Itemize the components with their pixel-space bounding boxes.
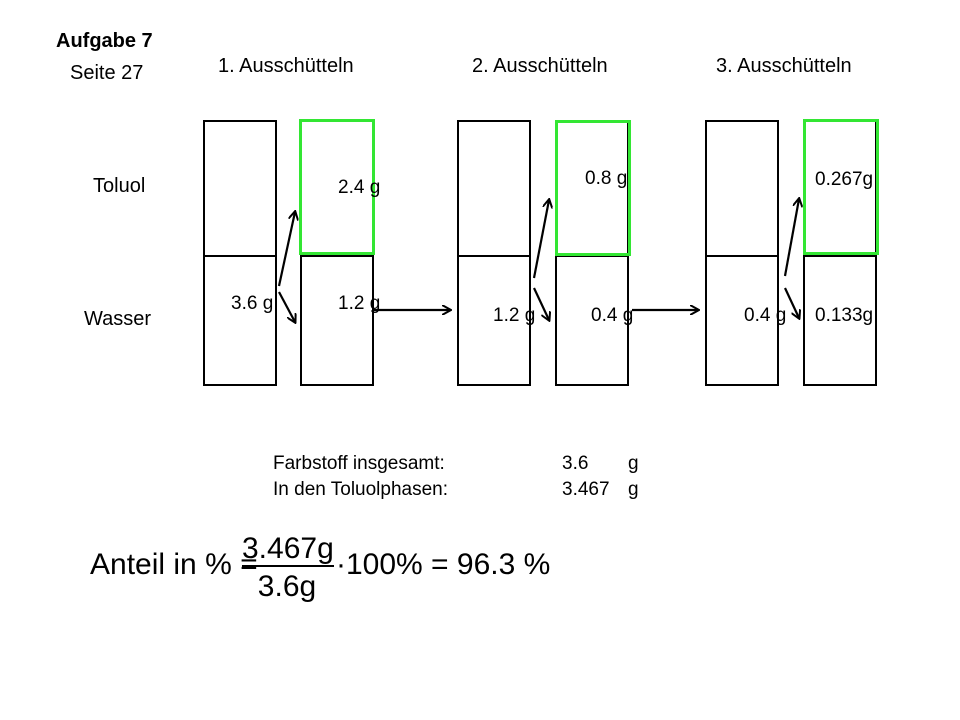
step-2-down-arrow — [533, 287, 549, 320]
toluol-phases-value: 3.467 — [562, 479, 610, 500]
step-3-toluol-highlight — [803, 119, 879, 255]
step-3-water-value: 0.133g — [815, 305, 874, 326]
step-1-water-value: 1.2 g — [338, 293, 381, 314]
formula-rhs: ·100% = 96.3 % — [336, 548, 551, 581]
step-2-water-value: 0.4 g — [591, 305, 634, 326]
step-2-water-start-value: 1.2 g — [493, 305, 536, 326]
step-3-up-arrow — [783, 199, 799, 277]
formula-numerator: 3.467g — [242, 532, 334, 565]
phase-boundary — [805, 255, 875, 257]
step-3-water-start-value: 0.4 g — [744, 305, 787, 326]
step-1-up-arrow — [277, 212, 295, 287]
step-1-toluol-highlight — [299, 119, 375, 255]
step-2-up-arrow — [532, 200, 549, 279]
phase-label-toluol: Toluol — [93, 175, 146, 197]
phase-boundary — [557, 255, 627, 257]
step-1-down-arrow — [278, 291, 295, 322]
total-dye-label: Farbstoff insgesamt: — [273, 453, 445, 474]
formula-denominator: 3.6g — [257, 570, 317, 603]
step-2-water-vessel — [457, 120, 531, 386]
step-2-toluol-highlight — [555, 120, 631, 256]
phase-boundary — [205, 255, 275, 257]
formula-fraction-bar — [242, 565, 334, 567]
step-3-heading: 3. Ausschütteln — [716, 55, 852, 77]
phase-boundary — [707, 255, 777, 257]
phase-label-wasser: Wasser — [84, 308, 152, 330]
phase-boundary — [459, 255, 529, 257]
step-1-heading: 1. Ausschütteln — [218, 55, 354, 77]
phase-boundary — [302, 255, 372, 257]
total-dye-value: 3.6 — [562, 453, 589, 474]
page-reference: Seite 27 — [70, 62, 144, 84]
total-dye-unit: g — [628, 453, 639, 474]
step-3-water-vessel — [705, 120, 779, 386]
toluol-phases-unit: g — [628, 479, 639, 500]
step-1-toluol-value: 2.4 g — [338, 177, 381, 198]
step-1-water-vessel — [203, 120, 277, 386]
toluol-phases-label: In den Toluolphasen: — [273, 479, 449, 500]
formula-lhs: Anteil in % = — [90, 548, 258, 581]
task-title: Aufgabe 7 — [56, 30, 153, 52]
step-1-water-start-value: 3.6 g — [231, 293, 274, 314]
step-2-heading: 2. Ausschütteln — [472, 55, 608, 77]
step-3-down-arrow — [784, 287, 799, 318]
step-3-toluol-value: 0.267g — [815, 169, 874, 190]
step-2-toluol-value: 0.8 g — [585, 168, 628, 189]
